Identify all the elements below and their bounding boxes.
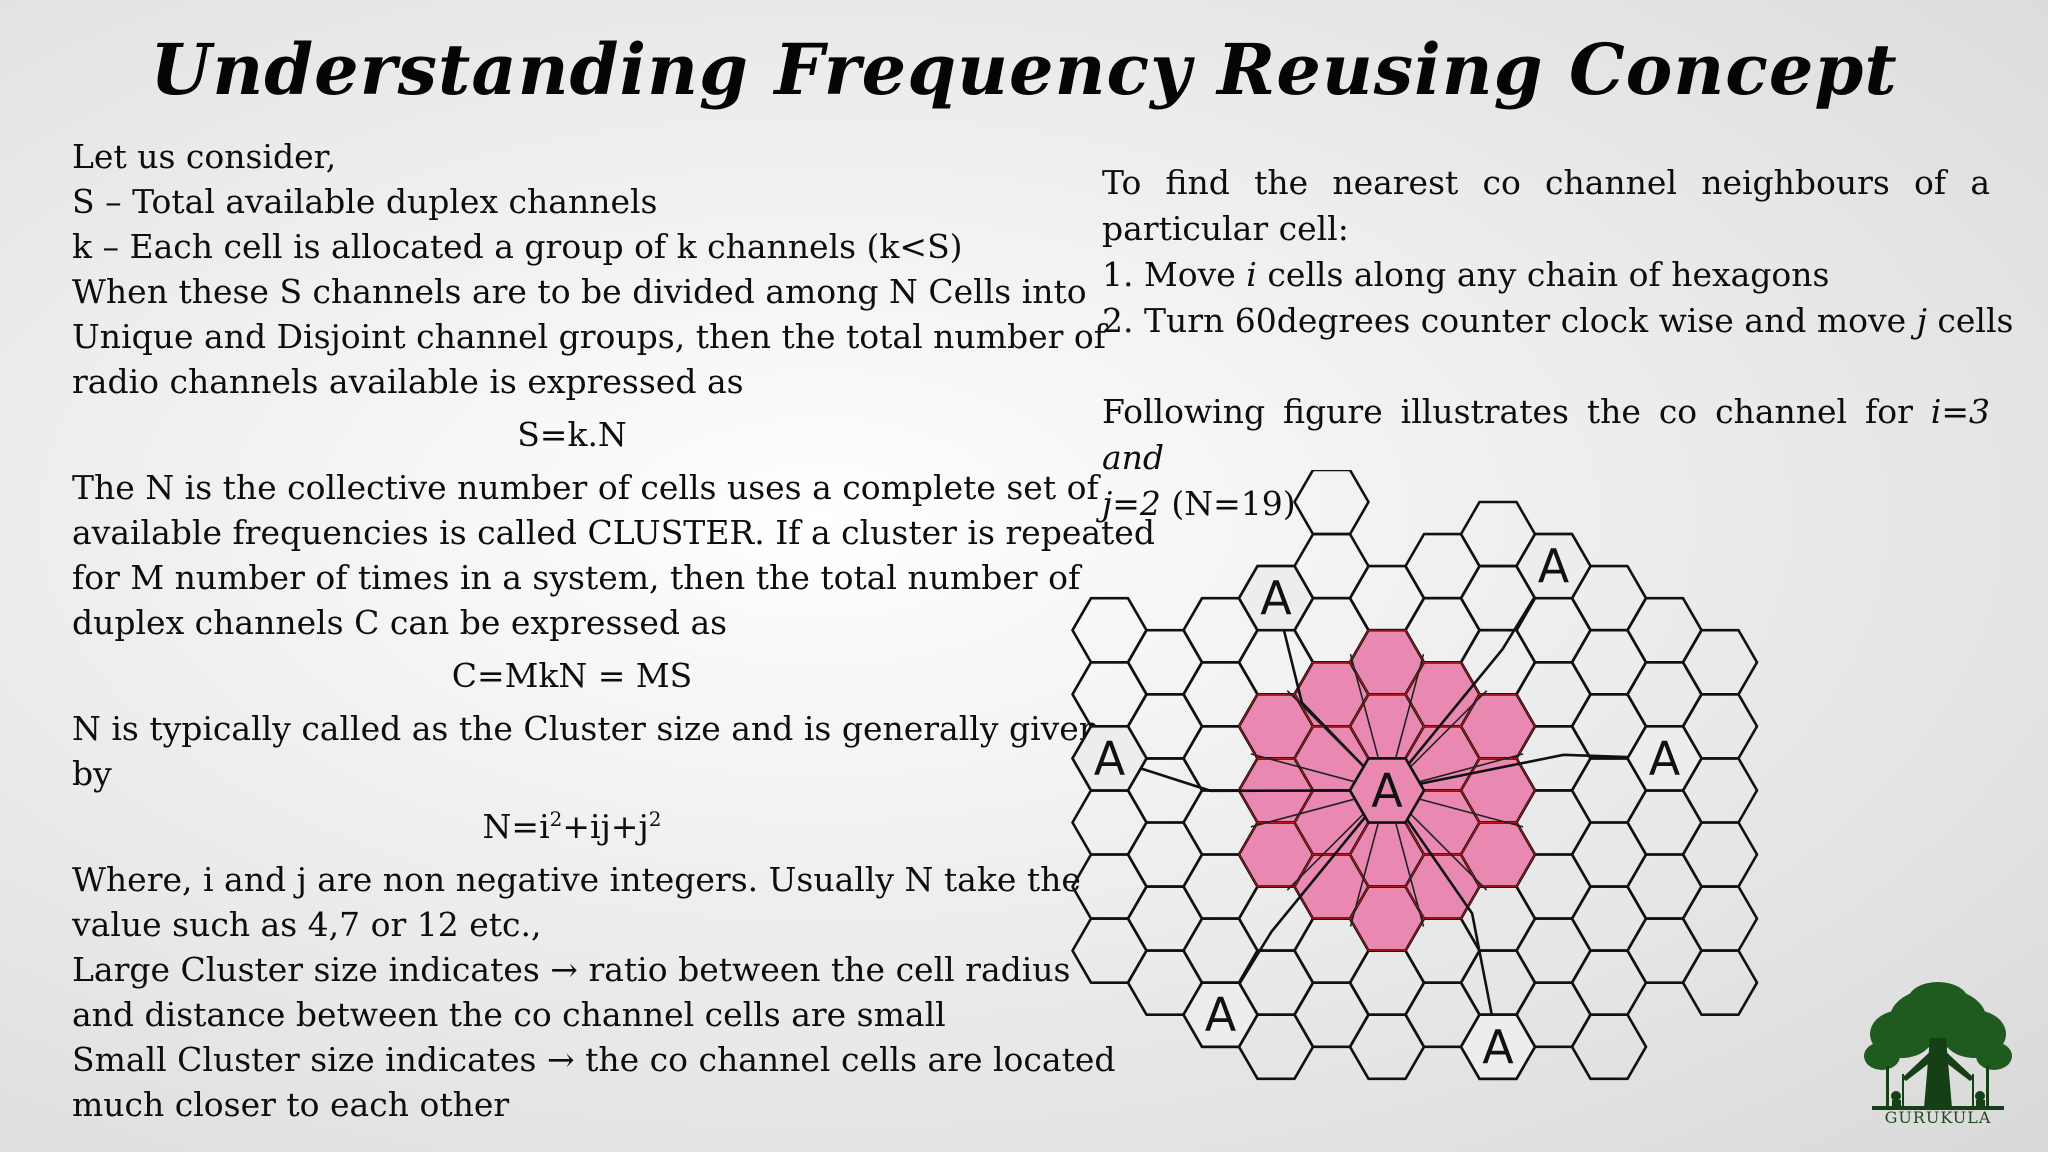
- hex-cell: [1570, 821, 1648, 888]
- text-line: available frequencies is called CLUSTER.…: [72, 513, 1155, 552]
- left-text-column: Let us consider, S – Total available dup…: [72, 134, 1155, 1127]
- hex-cell: [1293, 470, 1370, 536]
- text-line: radio channels available is expressed as: [72, 362, 744, 401]
- caption-italic: j=2: [1102, 484, 1161, 523]
- hex-cell: [1515, 917, 1592, 985]
- hex-cell: [1681, 628, 1759, 696]
- co-channel-path: [1109, 757, 1388, 793]
- text-line: S – Total available duplex channels: [72, 182, 658, 221]
- right-text-column: To find the nearest co channel neighbour…: [1102, 160, 2013, 527]
- hex-cell: [1071, 789, 1148, 856]
- hex-cell: [1626, 917, 1703, 985]
- step-variable: i: [1246, 255, 1257, 294]
- step-text: 2. Turn 60degrees counter clock wise and…: [1102, 301, 1917, 340]
- step-two: 2. Turn 60degrees counter clock wise and…: [1102, 298, 2013, 344]
- hex-cell: [1126, 885, 1204, 952]
- text-line: Small Cluster size indicates → the co ch…: [72, 1040, 1116, 1079]
- hex-cell: [1570, 885, 1648, 952]
- hex-cell: [1681, 949, 1759, 1017]
- gurukula-tree-logo: [1864, 982, 2012, 1110]
- formula-s-equals-kn: S=k.N: [517, 415, 627, 454]
- text-line: for M number of times in a system, then …: [72, 558, 1081, 597]
- formula-superscript: 2: [549, 807, 563, 831]
- hex-cell: [1348, 564, 1426, 632]
- formula-cluster-size: N=i2+ij+j2: [72, 804, 1072, 849]
- caption-text: (N=19): [1160, 484, 1296, 523]
- formula-superscript: 2: [648, 807, 662, 831]
- formula-c-equals-mkn: C=MkN = MS: [451, 656, 693, 695]
- text-line: N is typically called as the Cluster siz…: [72, 709, 1101, 748]
- text-line: much closer to each other: [72, 1085, 510, 1124]
- hex-cell: [1681, 885, 1759, 952]
- cell-label-a: A: [1482, 1020, 1514, 1074]
- hex-cell: [1348, 1013, 1426, 1081]
- hex-cell: [1348, 949, 1426, 1017]
- hex-cell: [1681, 821, 1759, 888]
- hex-cell: [1071, 917, 1148, 985]
- co-channel-cell: [1514, 532, 1593, 600]
- hex-cell: [1626, 661, 1703, 728]
- cell-label-a: A: [1205, 988, 1237, 1042]
- co-channel-cell: [1348, 757, 1426, 824]
- cell-label-a: A: [1649, 731, 1681, 785]
- text-line: Large Cluster size indicates → ratio bet…: [72, 950, 1071, 989]
- step-text: cells along any chain of hexagons: [1256, 255, 1830, 294]
- cell-label-a: A: [1260, 571, 1292, 625]
- co-channel-cell: [1181, 981, 1260, 1049]
- hex-cell: [1071, 596, 1148, 664]
- caption-text: Following figure illustrates the co chan…: [1102, 392, 1931, 431]
- text-line: by: [72, 754, 112, 793]
- text-line: and distance between the co channel cell…: [72, 995, 946, 1034]
- hex-cell: [1126, 628, 1204, 696]
- co-channel-cell: [1237, 564, 1315, 632]
- hex-cell: [1071, 661, 1148, 728]
- hex-cell: [1626, 853, 1703, 920]
- text-line: duplex channels C can be expressed as: [72, 603, 728, 642]
- text-line: value such as 4,7 or 12 etc.,: [72, 905, 542, 944]
- co-channel-path: [1385, 789, 1500, 1048]
- cell-label-a: A: [1371, 763, 1403, 817]
- hex-cell: [1570, 949, 1648, 1017]
- logo-text: GURUKULA: [1884, 1108, 1992, 1127]
- hex-cell: [1459, 949, 1537, 1017]
- step-one: 1. Move i cells along any chain of hexag…: [1102, 252, 1990, 298]
- hex-cell: [1404, 532, 1481, 600]
- co-channel-cell: [1625, 724, 1704, 792]
- co-channel-cell: [1459, 1013, 1537, 1081]
- hex-cell: [1071, 853, 1148, 920]
- text-line: Unique and Disjoint channel groups, then…: [72, 317, 1106, 356]
- hex-cell: [1626, 789, 1703, 856]
- figure-caption: Following figure illustrates the co chan…: [1102, 389, 1990, 527]
- caption-italic: i=3 and: [1102, 392, 1990, 477]
- text-line: k – Each cell is allocated a group of k …: [72, 227, 963, 266]
- step-text: cells: [1926, 301, 2014, 340]
- hex-cell: [1570, 1013, 1648, 1081]
- hex-cell: [1570, 628, 1648, 696]
- cell-label-a: A: [1094, 731, 1126, 785]
- step-variable: j: [1916, 301, 1927, 340]
- text-line: Where, i and j are non negative integers…: [72, 860, 1081, 899]
- hex-cell: [1293, 981, 1370, 1049]
- slide-title: Understanding Frequency Reusing Concept: [150, 28, 1898, 111]
- text-line: Let us consider,: [72, 137, 337, 176]
- formula-part: N=i: [482, 807, 550, 846]
- hex-cell: [1126, 821, 1204, 888]
- text-line: The N is the collective number of cells …: [72, 468, 1099, 507]
- hexagon-cell-figure: A A A A A A A: [1070, 470, 1759, 1081]
- co-channel-cell: [1070, 724, 1149, 792]
- cell-label-a: A: [1538, 539, 1570, 593]
- text-line: When these S channels are to be divided …: [72, 272, 1087, 311]
- co-channel-intro: To find the nearest co channel neighbour…: [1102, 163, 1990, 248]
- step-text: 1. Move: [1102, 255, 1247, 294]
- formula-part: +ij+j: [562, 807, 649, 846]
- hex-cell: [1626, 596, 1703, 664]
